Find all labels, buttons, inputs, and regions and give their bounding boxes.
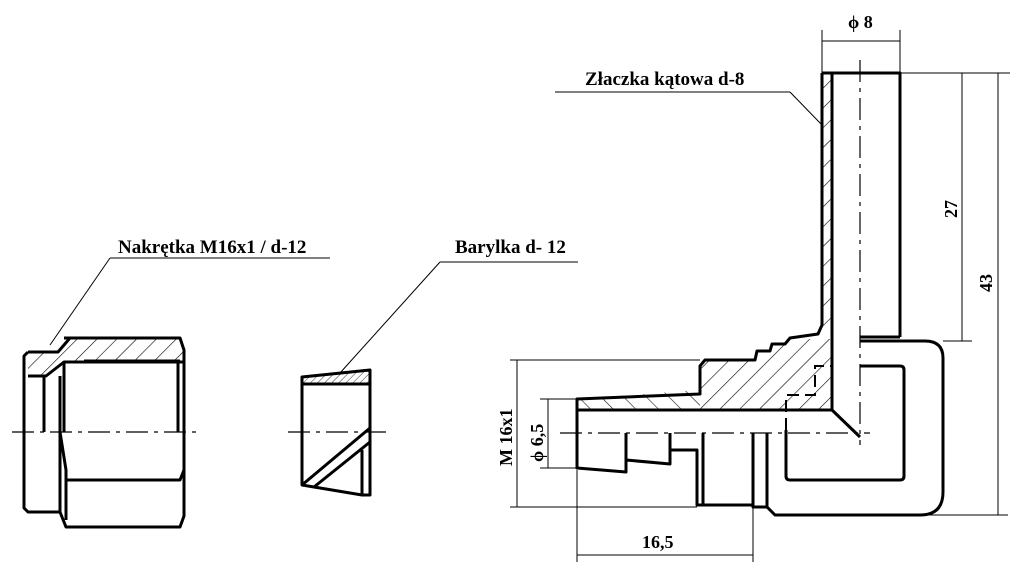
elbow-fitting-drawing <box>560 60 945 517</box>
dim-bore-diameter: ϕ 6,5 <box>527 424 547 462</box>
nut-label: Nakrętka M16x1 / d-12 <box>118 237 306 258</box>
dim-tube-diameter: ϕ 8 <box>848 12 873 32</box>
dim-thread: M 16x1 <box>496 409 516 467</box>
ferrule-drawing <box>288 368 388 497</box>
dimension-lines <box>49 30 1010 562</box>
dim-upper-length: 27 <box>941 200 961 218</box>
nut-drawing <box>12 336 196 529</box>
elbow-label: Złaczka kątowa d-8 <box>585 69 744 90</box>
dim-total-height: 43 <box>976 274 996 292</box>
ferrule-label: Barylka d- 12 <box>455 237 566 258</box>
dim-spigot-length: 16,5 <box>642 532 674 552</box>
